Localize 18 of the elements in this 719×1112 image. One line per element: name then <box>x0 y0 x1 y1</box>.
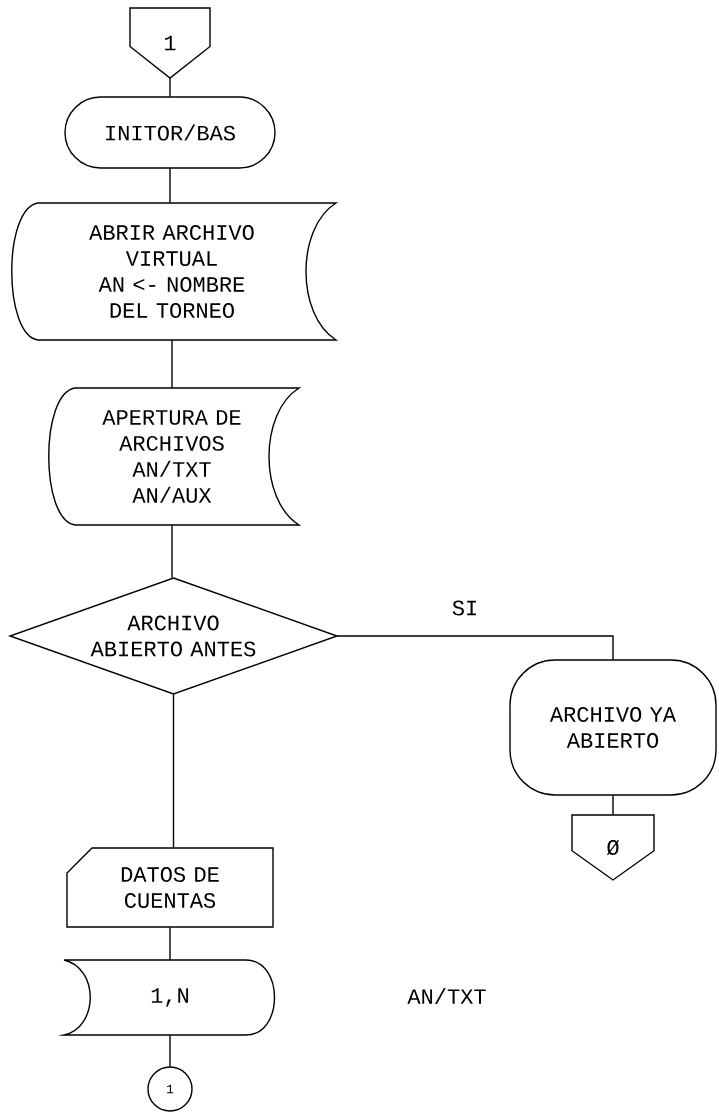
connector-line <box>171 339 173 389</box>
terminal-box: INITOR/BAS <box>64 96 276 169</box>
connector-line <box>169 167 171 204</box>
edge-label: SI <box>449 598 481 618</box>
off-page-connector: 1 <box>129 7 211 79</box>
connector-line <box>169 1034 171 1068</box>
card-box: DATOS DE CUENTAS <box>66 847 274 928</box>
off-page-connector: Ø <box>571 814 655 881</box>
display-box: APERTURA DE ARCHIVOS AN/TXT AN/AUX <box>48 387 300 526</box>
connector-line <box>336 635 614 661</box>
connector-line <box>169 926 171 961</box>
annotation-text: AN/TXT <box>407 987 486 1005</box>
connector-line <box>612 794 614 816</box>
connector-line <box>172 693 175 849</box>
connector-line <box>169 77 171 98</box>
terminal-box: ARCHIVO YA ABIERTO <box>509 659 717 796</box>
display-box: ABRIR ARCHIVO VIRTUAL AN <- NOMBRE DEL TORNEO <box>11 202 337 341</box>
connector-line <box>171 524 173 579</box>
